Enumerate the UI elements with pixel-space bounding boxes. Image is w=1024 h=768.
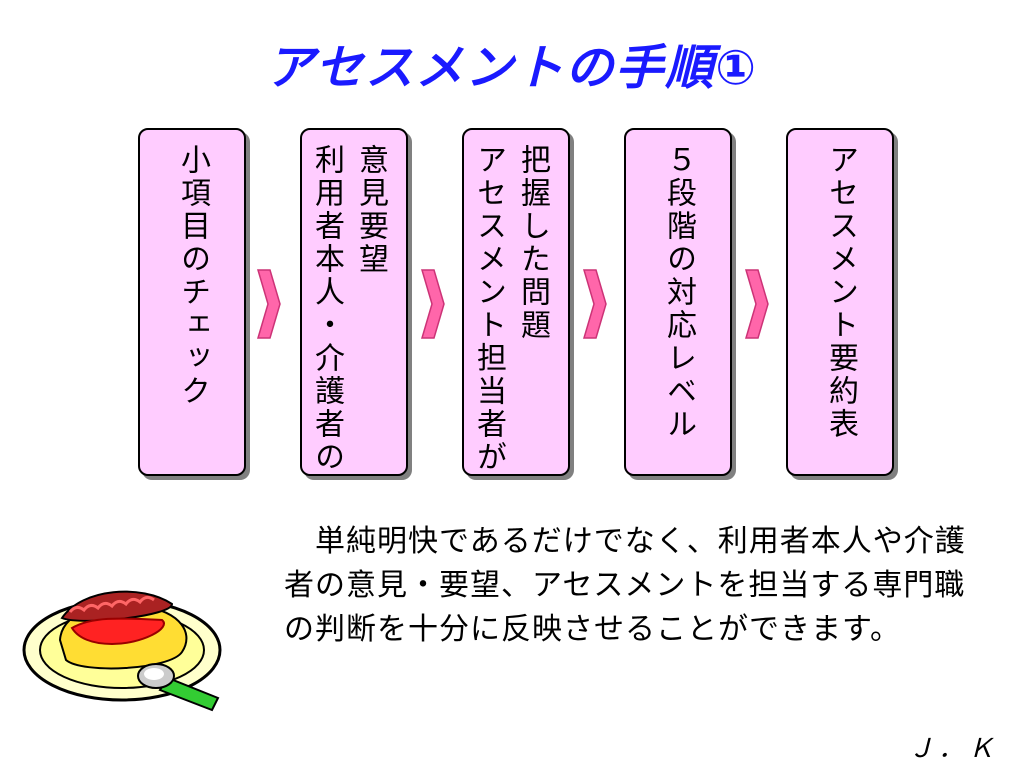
step-1-label: 小項目のチェック [175, 144, 210, 408]
author-initials: Ｊ．Ｋ [907, 734, 998, 764]
step-5-box: アセスメント要約表 [786, 128, 894, 476]
description-paragraph: 単純明快であるだけでなく、利用者本人や介護者の意見・要望、アセスメントを担当する… [284, 524, 966, 647]
step-3-box: 把握した問題 アセスメント担当者が [462, 128, 570, 476]
chevron-right-icon [744, 269, 769, 339]
slide-title: アセスメントの手順① [266, 40, 758, 96]
step-2-label: 意見要望 利用者本人・介護者の [309, 144, 388, 474]
omelette-rice-plate-icon [22, 590, 222, 712]
chevron-right-icon [582, 269, 607, 339]
step-5-label: アセスメント要約表 [823, 144, 858, 441]
chevron-right-icon [420, 269, 445, 339]
step-4-box: ５段階の対応レベル [624, 128, 732, 476]
step-1-box: 小項目のチェック [138, 128, 246, 476]
chevron-right-icon [256, 269, 281, 339]
step-4-label: ５段階の対応レベル [661, 144, 696, 441]
step-3-label: 把握した問題 アセスメント担当者が [471, 144, 550, 474]
step-2-box: 意見要望 利用者本人・介護者の [300, 128, 408, 476]
